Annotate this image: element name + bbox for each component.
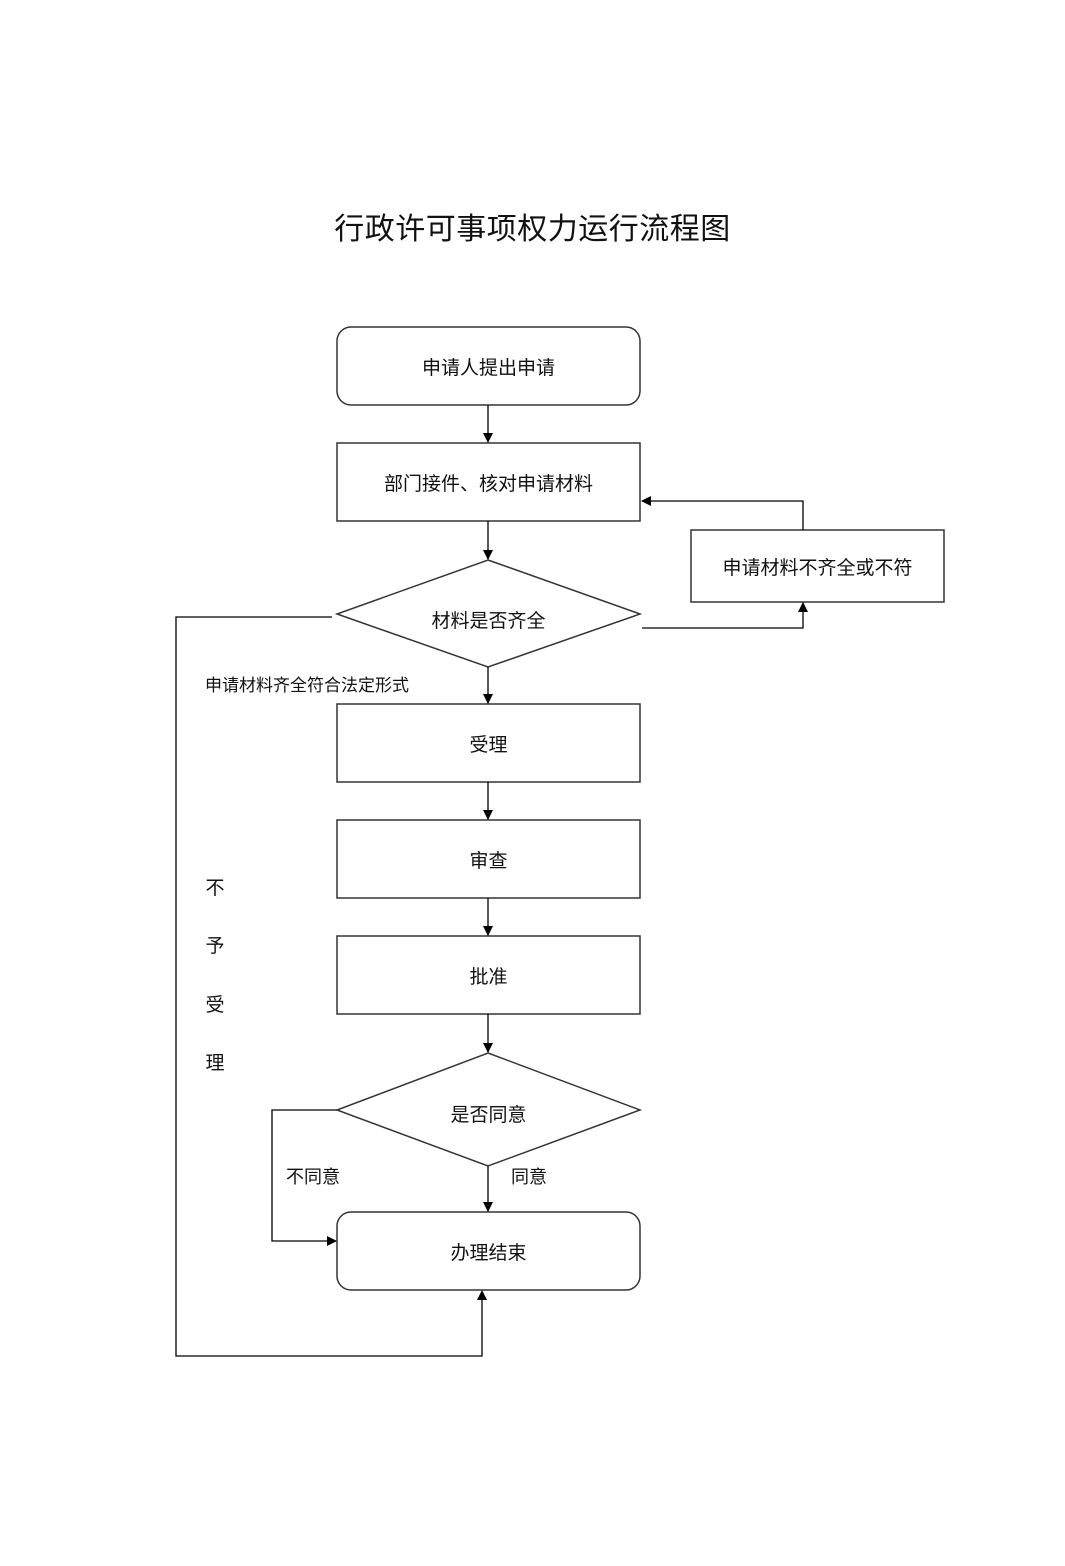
edge-label-reject-2: 予 [205,935,225,957]
page-title: 行政许可事项权力运行流程图 [334,212,731,247]
approve-node-label: 批准 [469,965,508,988]
arrow-reject-to-end [175,616,487,1357]
edge-label-agree: 同意 [511,1167,547,1188]
end-node-label: 办理结束 [450,1241,527,1264]
accept-node-label: 受理 [469,733,508,756]
arrow-disagree-to-end [271,1109,337,1246]
edge-label-complete: 申请材料齐全符合法定形式 [205,676,409,696]
edge-label-reject-4: 理 [205,1052,225,1074]
edge-label-disagree: 不同意 [286,1167,340,1188]
start-node-label: 申请人提出申请 [421,356,555,379]
check-decision-label: 材料是否齐全 [431,609,546,632]
edge-label-reject-1: 不 [205,877,225,899]
incomplete-node-label: 申请材料不齐全或不符 [722,556,913,579]
agree-decision-label: 是否同意 [450,1103,527,1126]
review-node-label: 审查 [469,849,508,872]
incomplete-node-shape [690,529,945,603]
arrow-incomplete-to-receive [641,496,804,530]
arrow-check-to-incomplete [642,602,808,629]
receive-node-label: 部门接件、核对申请材料 [383,472,593,495]
edge-label-reject-3: 受 [205,994,225,1016]
end-node-shape [336,1211,641,1291]
